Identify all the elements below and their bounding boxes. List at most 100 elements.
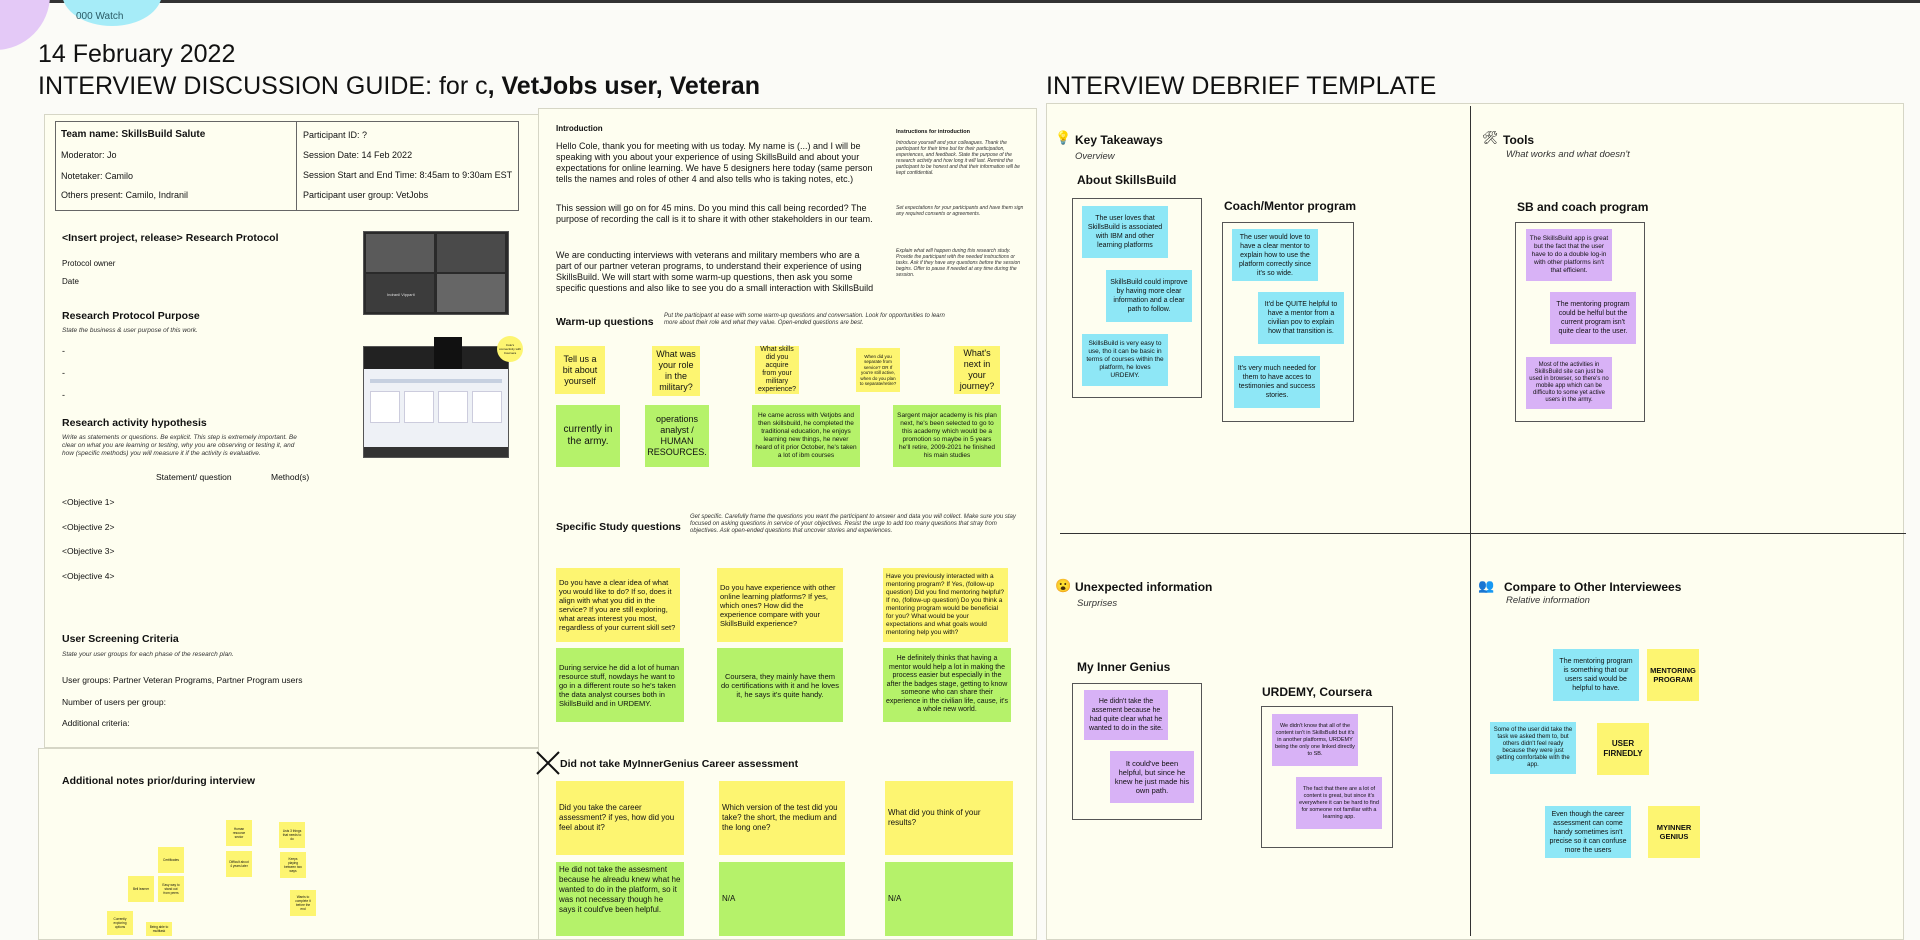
intro-p2: This session will go on for 45 mins. Do …: [556, 203, 873, 224]
urdemy-note-1: We didn't know that all of the content i…: [1272, 714, 1358, 766]
additional-notes-heading: Additional notes prior/during interview: [62, 775, 256, 787]
warmup-q2: What was your role in the military?: [652, 346, 700, 396]
urdemy-box: [1261, 706, 1393, 848]
warmup-q5: What's next in your journey?: [954, 346, 1000, 394]
small-sticky-4: Difficult about 4 years later: [226, 851, 252, 877]
compare-label-1: MENTORING PROGRAM: [1647, 649, 1699, 701]
warmup-heading: Warm-up questions: [556, 316, 654, 328]
coach-box: [1222, 222, 1354, 422]
warmup-desc: Put the participant at ease with some wa…: [664, 313, 945, 326]
inner-genius-heading: My Inner Genius: [1077, 660, 1171, 674]
objective-2: <Objective 2>: [62, 522, 115, 532]
small-sticky-7: Easy way to stand out from peers: [158, 876, 184, 902]
sb-note-1: The SkillsBuild app is great but the fac…: [1526, 229, 1612, 281]
research-protocol-heading: <Insert project, release> Research Proto…: [62, 232, 279, 244]
urdemy-note-2: The fact that there are a lot of content…: [1296, 777, 1382, 829]
instr-heading: Instructions for introduction: [896, 129, 970, 135]
participant-id: Participant ID: ?: [303, 130, 368, 140]
protocol-owner: Protocol owner: [62, 259, 116, 268]
coach-heading: Coach/Mentor program: [1224, 199, 1357, 213]
purpose-dash-3: -: [62, 390, 65, 400]
intro-heading: Introduction: [556, 124, 603, 133]
close-icon[interactable]: [535, 750, 561, 776]
inner-genius-box: [1072, 683, 1202, 820]
video-call-screenshot: Indranil Vipparti: [363, 231, 509, 315]
small-sticky-2: Lists 3 things that needs to do: [279, 822, 305, 848]
col-statement: Statement/ question: [156, 472, 232, 482]
warmup-a4: Sargent major academy is his plan next, …: [893, 405, 1001, 467]
small-sticky-3: Certificates: [158, 847, 184, 873]
session-time: Session Start and End Time: 8:45am to 9:…: [303, 170, 513, 180]
coach-note-3: It's very much needed for them to have a…: [1234, 356, 1320, 408]
video-participant-label: Indranil Vipparti: [387, 292, 415, 297]
small-sticky-5: Keeps playing between two ways: [280, 852, 306, 878]
coach-note-1: The user would love to have a clear ment…: [1232, 229, 1318, 281]
debrief-title: INTERVIEW DEBRIEF TEMPLATE: [1046, 72, 1437, 100]
genius-q3: What did you think of your results?: [885, 781, 1013, 855]
instr-1: Introduce yourself and your colleagues. …: [896, 140, 1020, 176]
moderator: Moderator: Jo: [61, 150, 117, 160]
intro-p3: We are conducting interviews with vetera…: [556, 250, 874, 293]
small-sticky-10: Being able to multitask: [146, 922, 172, 936]
about-note-1: The user loves that SkillsBuild is assoc…: [1082, 206, 1168, 258]
debrief-divider-horizontal: [1060, 533, 1906, 534]
small-sticky-9: Currently exploring options: [107, 911, 133, 935]
genius-q1: Did you take the career assessment? if y…: [556, 781, 684, 855]
team-name: Team name: SkillsBuild Salute: [61, 129, 206, 140]
watch-badge-label: 000 Watch: [76, 11, 124, 22]
protocol-date: Date: [62, 277, 79, 286]
genius-a3: N/A: [885, 862, 1013, 936]
page-title: INTERVIEW DISCUSSION GUIDE: for c, VetJo…: [38, 72, 760, 100]
purpose-heading: Research Protocol Purpose: [62, 310, 200, 322]
sb-box: [1515, 222, 1645, 422]
user-group: Participant user group: VetJobs: [303, 190, 429, 200]
sb-note-3: Most of the activities in SkillsBuild si…: [1526, 357, 1612, 409]
session-date: Session Date: 14 Feb 2022: [303, 150, 413, 160]
inner-genius-note-2: It could've been helpful, but since he k…: [1110, 751, 1194, 803]
small-sticky-1: Human resource sector: [226, 820, 252, 846]
connectivity-sticky: Cole's connectivity with Coursera: [497, 336, 523, 362]
session-info-table: Team name: SkillsBuild Salute Moderator:…: [55, 121, 519, 211]
tools-heading: Tools: [1503, 133, 1535, 147]
hypothesis-desc: Write as statements or questions. Be exp…: [62, 434, 297, 457]
surprise-icon: 😮: [1055, 578, 1072, 593]
genius-a2: N/A: [719, 862, 845, 936]
screening-num-users: Number of users per group:: [62, 697, 166, 707]
others-present: Others present: Camilo, Indranil: [61, 190, 189, 200]
specific-q1: Do you have a clear idea of what you wou…: [556, 568, 680, 642]
warmup-a1: currently in the army.: [556, 405, 620, 467]
genius-q2: Which version of the test did you take? …: [719, 781, 845, 855]
people-icon: 👥: [1478, 578, 1495, 593]
specific-q2: Do you have experience with other online…: [717, 568, 843, 642]
intro-p1: Hello Cole, thank you for meeting with u…: [556, 141, 873, 184]
small-sticky-6: Bell learner: [128, 876, 154, 902]
takeaways-sub: Overview: [1075, 151, 1115, 162]
lightbulb-icon: 💡: [1055, 130, 1072, 145]
debrief-divider-vertical: [1470, 106, 1471, 936]
warmup-q1: Tell us a bit about yourself: [555, 346, 605, 394]
unexpected-sub: Surprises: [1077, 598, 1118, 609]
warmup-q4: When did you separate from service? OR I…: [856, 348, 900, 392]
specific-a2: Coursera, they mainly have them do certi…: [717, 648, 843, 722]
compare-note-3: Even though the career assessment can co…: [1545, 806, 1631, 858]
about-note-2: SkillsBuild could improve by having more…: [1106, 270, 1192, 322]
genius-a1: He did not take the assesment because he…: [556, 862, 684, 936]
page-date: 14 February 2022: [38, 40, 236, 68]
screening-additional: Additional criteria:: [62, 718, 130, 728]
purpose-dash-2: -: [62, 368, 65, 378]
sb-heading: SB and coach program: [1517, 200, 1649, 214]
screening-desc: State your user groups for each phase of…: [62, 651, 234, 658]
screening-heading: User Screening Criteria: [62, 633, 179, 645]
about-note-3: SkillsBuild is very easy to use, tho it …: [1082, 334, 1168, 386]
top-border: [0, 0, 1920, 3]
notetaker: Notetaker: Camilo: [61, 171, 134, 181]
screening-user-groups: User groups: Partner Veteran Programs, P…: [62, 675, 303, 685]
purpose-dash-1: -: [62, 346, 65, 356]
small-sticky-8: Wants to complete it before the end: [290, 890, 316, 916]
hypothesis-heading: Research activity hypothesis: [62, 417, 207, 429]
sb-note-2: The mentoring program could be helful bu…: [1550, 292, 1636, 344]
takeaways-heading: Key Takeaways: [1075, 133, 1163, 147]
warmup-q3: What skills did you acquire from your mi…: [755, 346, 799, 394]
watch-badge[interactable]: 000 Watch: [62, 0, 162, 26]
warmup-a2: operations analyst / HUMAN RESOURCES.: [645, 405, 709, 467]
